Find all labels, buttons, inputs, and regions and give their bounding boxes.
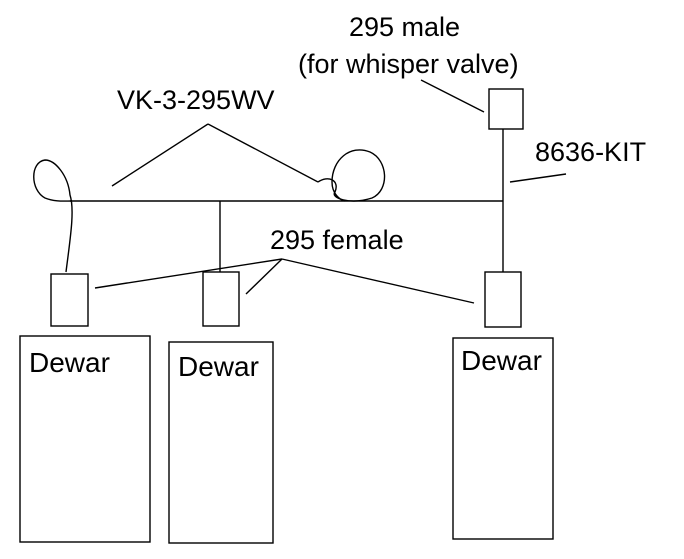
hose-leader-right — [207, 123, 319, 183]
male-label: 295 male — [349, 12, 460, 42]
female-connector-middle — [202, 271, 240, 327]
dewar-middle-label: Dewar — [178, 351, 259, 382]
dewar-left — [19, 335, 151, 543]
kit-leader — [509, 173, 567, 183]
female-connector-left — [50, 273, 89, 327]
female-connector-right — [484, 271, 522, 328]
female-label: 295 female — [270, 225, 404, 255]
hose-label: VK-3-295WV — [117, 85, 275, 115]
dewar-left-label: Dewar — [29, 347, 110, 378]
hose-leader-left — [111, 123, 209, 187]
dewar-middle — [168, 341, 274, 544]
male-label-note: (for whisper valve) — [298, 49, 519, 79]
male-connector — [488, 88, 524, 130]
kit-label: 8636-KIT — [535, 137, 646, 167]
right-hose-loop — [317, 149, 386, 202]
dewar-right-label: Dewar — [461, 345, 542, 376]
female-leader-right — [281, 258, 475, 304]
female-leader-left — [94, 258, 283, 289]
female-leader-middle — [245, 258, 283, 295]
male-leader — [420, 79, 485, 113]
left-hose-loop — [33, 159, 73, 273]
dewar-right — [452, 337, 554, 540]
